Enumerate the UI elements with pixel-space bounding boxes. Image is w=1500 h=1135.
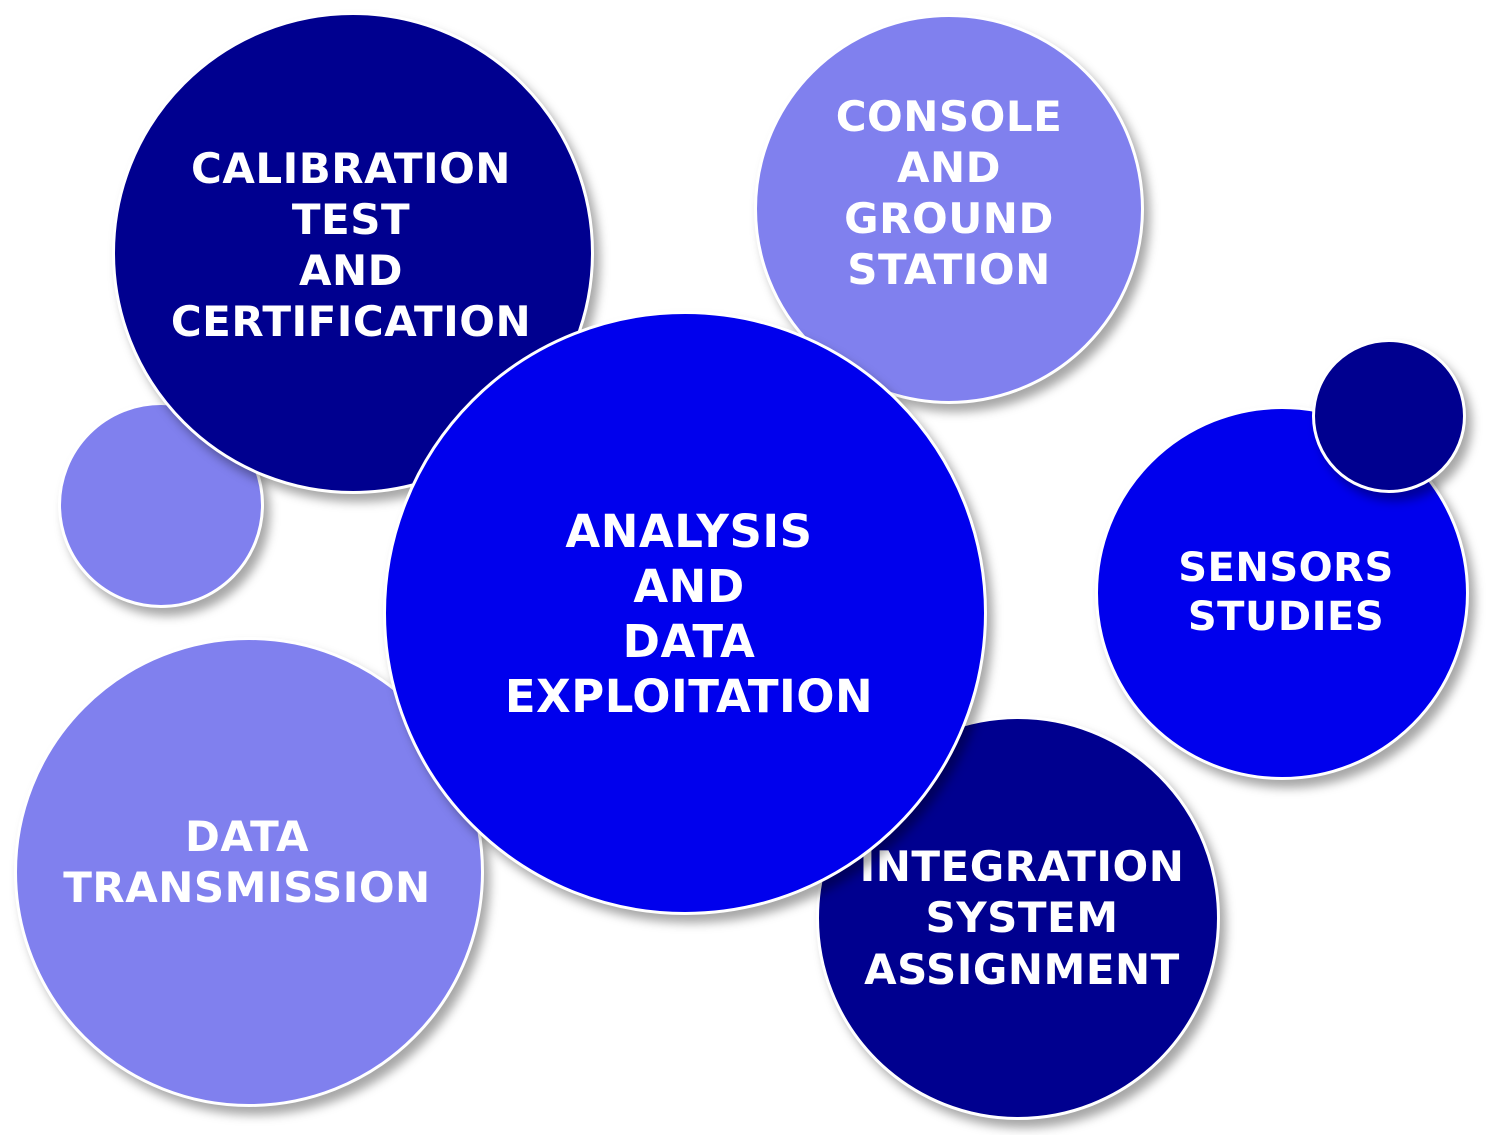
label-line: CERTIFICATION	[170, 297, 532, 347]
label-line: CALIBRATION	[191, 143, 511, 193]
label-line: ANALYSIS	[565, 505, 813, 559]
analysis-circle: ANALYSIS AND DATA EXPLOITATION	[383, 311, 987, 915]
integration-label: INTEGRATION SYSTEM ASSIGNMENT	[860, 841, 1185, 995]
console-circle: CONSOLE AND GROUND STATION	[754, 14, 1144, 404]
label-line: GROUND	[844, 194, 1054, 243]
label-line: AND	[298, 246, 403, 295]
label-line: STATION	[847, 245, 1051, 295]
label-line: AND	[896, 142, 1002, 192]
label-line: TEST	[291, 194, 411, 244]
analysis-label: ANALYSIS AND DATA EXPLOITATION	[505, 505, 873, 725]
label-line: AND	[633, 560, 745, 614]
label-line: DATA	[622, 615, 756, 668]
label-line: SENSORS	[1178, 545, 1394, 592]
label-line: ASSIGNMENT	[864, 944, 1180, 994]
label-line: STUDIES	[1187, 594, 1385, 640]
label-line: CONSOLE	[835, 91, 1063, 141]
label-line: INTEGRATION	[859, 842, 1185, 892]
sensors-label: SENSORS STUDIES	[1178, 544, 1394, 642]
label-line: SYSTEM	[925, 893, 1119, 943]
label-line: DATA	[184, 811, 309, 861]
console-label: CONSOLE AND GROUND STATION	[836, 91, 1063, 296]
calibration-label: CALIBRATION TEST AND CERTIFICATION	[171, 143, 531, 348]
label-line: TRANSMISSION	[63, 863, 431, 912]
label-line: EXPLOITATION	[504, 669, 874, 723]
small-right-circle	[1312, 339, 1466, 493]
data-transmission-label: DATA TRANSMISSION	[63, 811, 430, 913]
